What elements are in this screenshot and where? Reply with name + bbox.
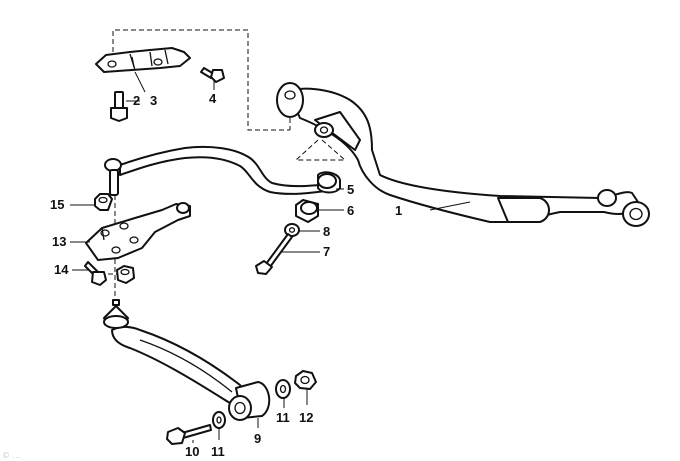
part-15-nut [94, 193, 113, 211]
part-5-bushing [317, 171, 341, 194]
part-7-bolt [255, 233, 293, 275]
watermark-text: © ... [2, 451, 20, 460]
callout-2: 2 [133, 93, 140, 108]
callout-6: 6 [347, 203, 354, 218]
part-3-bracket [95, 47, 191, 73]
callout-1: 1 [395, 203, 402, 218]
part-1-crossmember [276, 82, 650, 227]
callout-3: 3 [150, 93, 157, 108]
callout-8: 8 [323, 224, 330, 239]
part-13-nut [116, 265, 135, 284]
part-11-washer-right [275, 379, 291, 399]
part-4-screw [200, 67, 225, 83]
callout-11-left: 11 [211, 444, 225, 459]
stabilizer-bar [104, 145, 333, 196]
leader-lines [70, 71, 471, 443]
callout-10: 10 [185, 444, 199, 459]
part-11-washer-left [212, 411, 226, 429]
part-9-control-arm [103, 299, 271, 421]
part-2-bolt [110, 91, 128, 122]
callout-13: 13 [52, 234, 66, 249]
callout-15: 15 [50, 197, 64, 212]
part-10-bolt [166, 424, 212, 445]
callout-9: 9 [254, 431, 261, 446]
callout-12: 12 [299, 410, 313, 425]
callout-labels: 1 2 3 4 5 6 7 8 9 10 11 11 12 13 14 15 [50, 91, 402, 459]
part-12-nut [294, 370, 317, 390]
part-14-bolt [84, 261, 107, 286]
callout-7: 7 [323, 244, 330, 259]
part-6-rubber-mount [295, 199, 319, 223]
part-13-plate [85, 202, 191, 261]
callout-14: 14 [54, 262, 69, 277]
callout-4: 4 [209, 91, 217, 106]
callout-11-right: 11 [276, 410, 290, 425]
callout-5: 5 [347, 182, 354, 197]
